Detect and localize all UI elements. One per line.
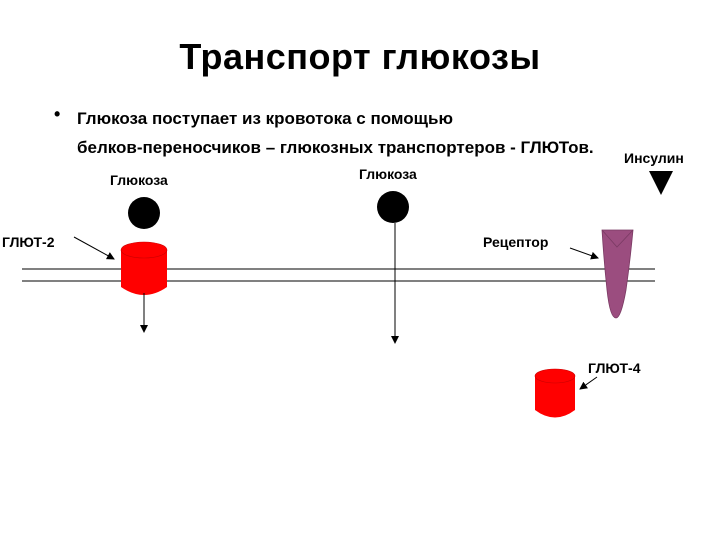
receptor-label: Рецептор	[483, 234, 549, 250]
insulin-molecule	[649, 171, 673, 195]
glut2-pointer-arrow	[73, 236, 115, 260]
glucose-label-left: Глюкоза	[110, 172, 168, 188]
glucose-label-center: Глюкоза	[359, 166, 417, 182]
insulin-receptor	[601, 229, 634, 319]
glucose-molecule-left	[128, 197, 160, 229]
bullet-text: Глюкоза поступает из кровотока с помощью…	[77, 104, 697, 162]
glut2-transporter	[120, 241, 168, 295]
bullet-line-1: Глюкоза поступает из кровотока с помощью	[77, 109, 453, 128]
bullet-line-2: белков-переносчиков – глюкозных транспор…	[77, 138, 594, 157]
glut4-transporter	[534, 368, 576, 418]
insulin-label: Инсулин	[624, 150, 684, 166]
glut4-pointer-arrow	[579, 376, 598, 390]
bullet-marker: •	[54, 104, 61, 124]
slide-title: Транспорт глюкозы	[179, 36, 541, 77]
glut2-label: ГЛЮТ-2	[2, 234, 55, 250]
glut4-label: ГЛЮТ-4	[588, 360, 641, 376]
receptor-pointer-arrow	[569, 247, 599, 260]
glucose-molecule-center	[377, 191, 409, 223]
